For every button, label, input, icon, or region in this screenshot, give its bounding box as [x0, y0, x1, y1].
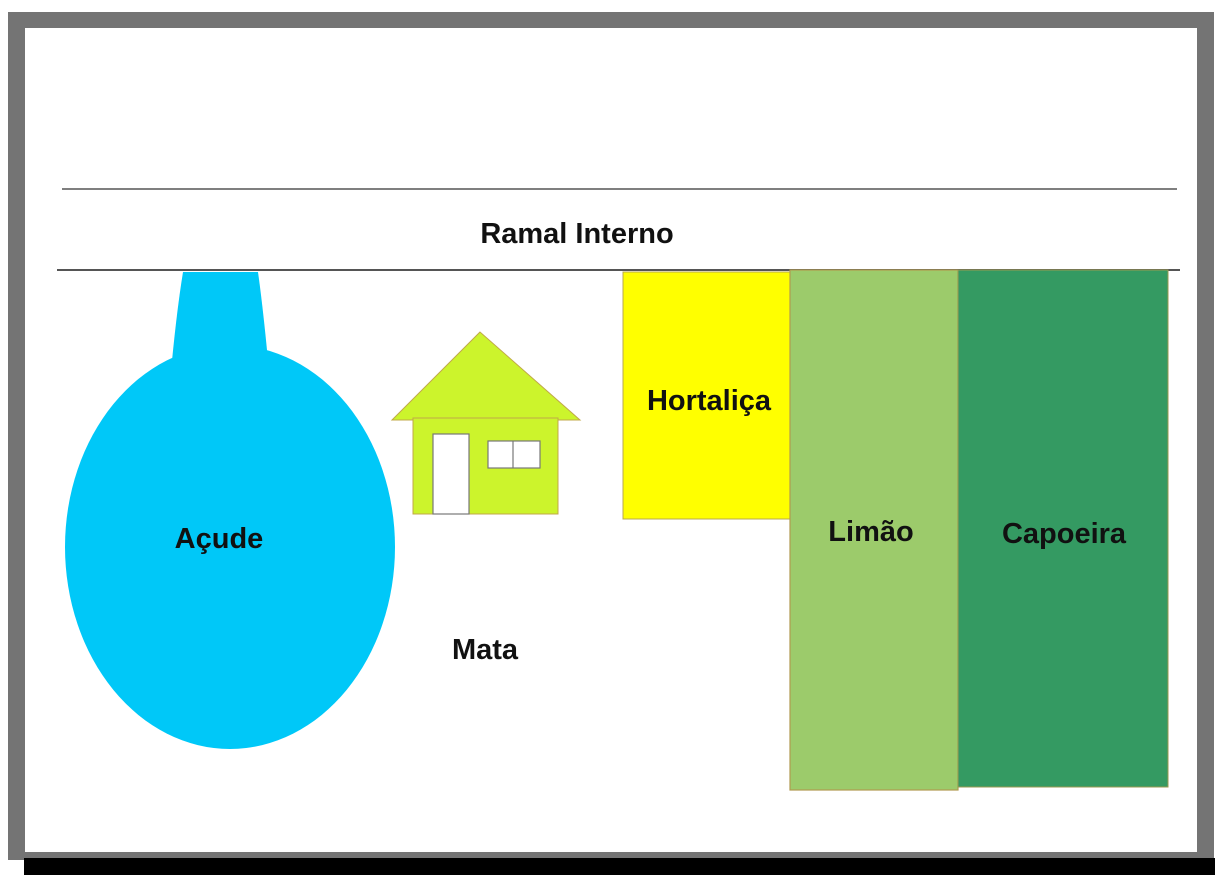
hortalica-plot: [622, 271, 794, 520]
acude-pond: Açude: [65, 272, 395, 749]
limao-label: Limão: [828, 516, 913, 548]
frame-shadow-bottom: [24, 858, 1215, 875]
limao-plot: [789, 269, 959, 791]
road-label: Ramal Interno: [480, 218, 673, 250]
house-window: [487, 440, 541, 469]
capoeira-plot: [957, 269, 1169, 788]
acude-body: [65, 345, 395, 749]
hortalica-label: Hortaliça: [647, 385, 772, 417]
house: [390, 331, 582, 515]
capoeira-label: Capoeira: [1002, 518, 1127, 550]
acude-label: Açude: [175, 523, 264, 555]
house-door: [432, 433, 470, 515]
mata-label: Mata: [452, 634, 519, 666]
